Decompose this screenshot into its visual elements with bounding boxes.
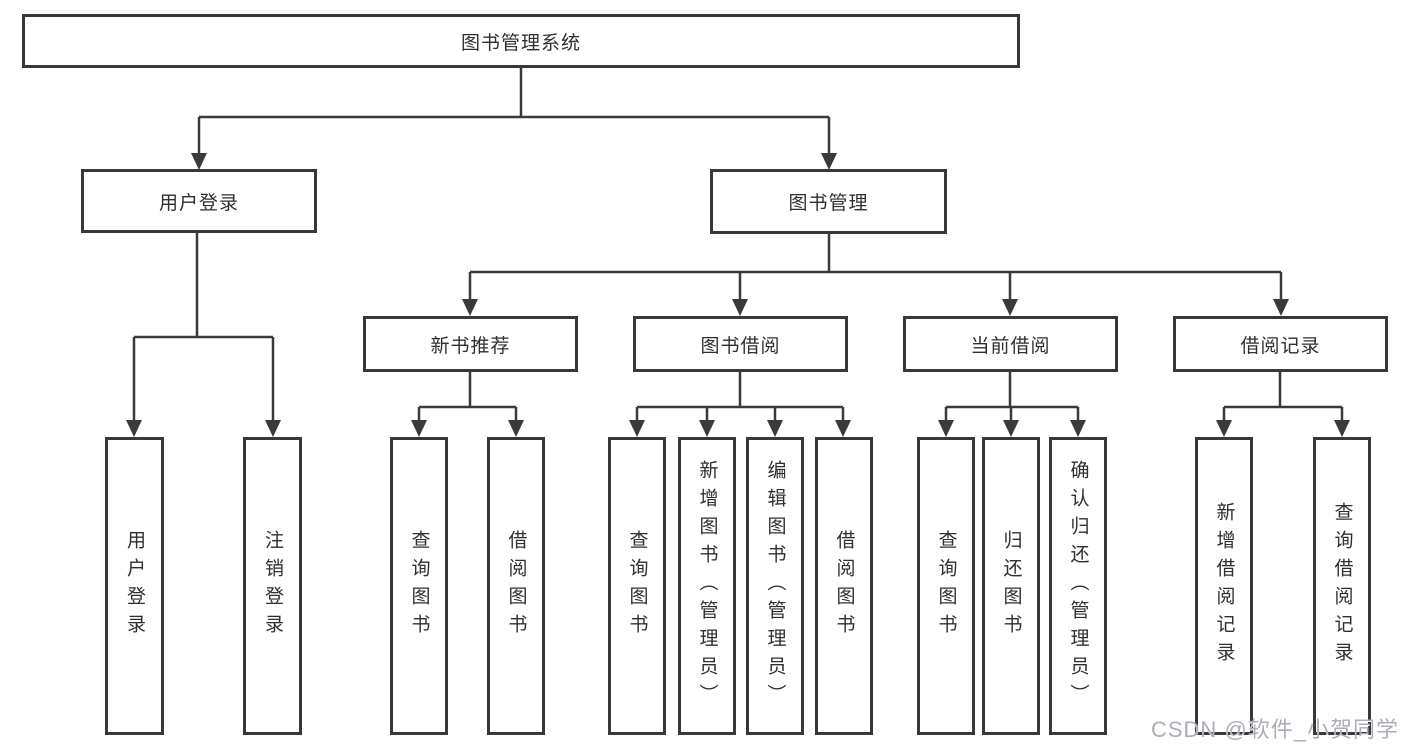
node-new-book-recommend: 新书推荐 [363,316,578,372]
leaf-current-confirm-return-admin-label: 确认归还（管理员） [1067,460,1089,712]
leaf-records-add-record-label: 新增借阅记录 [1213,502,1235,670]
node-new-book-recommend-label: 新书推荐 [430,335,511,357]
csdn-watermark: CSDN @软件_小贺同学 [1150,717,1399,742]
node-root-system: 图书管理系统 [22,14,1020,68]
leaf-borrow-edit-books-admin-label: 编辑图书（管理员） [764,460,786,712]
leaf-borrow-borrow-books: 借阅图书 [815,437,873,735]
node-book-borrow-label: 图书借阅 [700,335,781,357]
leaf-borrow-add-books-admin: 新增图书（管理员） [678,437,736,735]
node-root-label: 图书管理系统 [460,32,581,54]
leaf-logout: 注销登录 [243,437,302,735]
node-user-login-label: 用户登录 [158,192,239,214]
leaf-recommend-query-books-label: 查询图书 [408,530,430,642]
leaf-borrow-edit-books-admin: 编辑图书（管理员） [746,437,804,735]
leaf-records-query-record-label: 查询借阅记录 [1331,502,1353,670]
leaf-user-login-label: 用户登录 [124,530,145,642]
node-current-borrow-label: 当前借阅 [970,335,1051,357]
leaf-borrow-borrow-books-label: 借阅图书 [833,530,855,642]
leaf-borrow-query-books: 查询图书 [608,437,666,735]
leaf-current-confirm-return-admin: 确认归还（管理员） [1049,437,1107,735]
node-borrow-records-label: 借阅记录 [1240,335,1321,357]
leaf-current-query-books-label: 查询图书 [935,530,957,642]
node-book-borrow: 图书借阅 [633,316,848,372]
node-user-login: 用户登录 [81,169,317,233]
node-current-borrow: 当前借阅 [903,316,1118,372]
leaf-current-return-books-label: 归还图书 [1000,530,1022,642]
leaf-borrow-query-books-label: 查询图书 [626,530,648,642]
node-borrow-records: 借阅记录 [1173,316,1388,372]
leaf-current-return-books: 归还图书 [982,437,1040,735]
leaf-current-query-books: 查询图书 [917,437,975,735]
leaf-recommend-borrow-books-label: 借阅图书 [505,530,527,642]
leaf-recommend-query-books: 查询图书 [390,437,448,735]
leaf-user-login: 用户登录 [105,437,164,735]
leaf-logout-label: 注销登录 [262,530,283,642]
leaf-recommend-borrow-books: 借阅图书 [487,437,545,735]
leaf-records-add-record: 新增借阅记录 [1195,437,1253,735]
leaf-borrow-add-books-admin-label: 新增图书（管理员） [696,460,718,712]
node-book-management-label: 图书管理 [788,193,869,214]
leaf-records-query-record: 查询借阅记录 [1313,437,1371,735]
arrowheads [126,153,1350,437]
node-book-management: 图书管理 [710,169,947,234]
